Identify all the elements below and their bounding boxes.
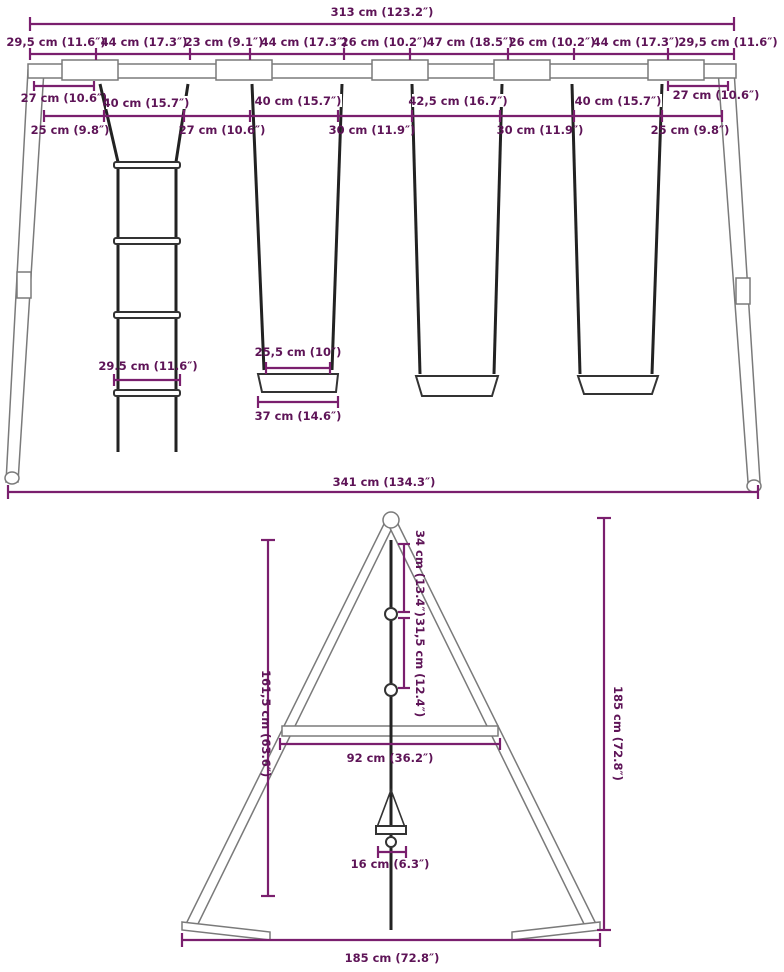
label-crossbar: 92 cm (36.2″): [347, 751, 434, 765]
swing-rope: [570, 83, 582, 375]
swing-rope: [410, 83, 422, 375]
label-seat-inner: 25,5 cm (10″): [255, 345, 342, 359]
label-segment: 26 cm (10.2″): [341, 35, 428, 49]
swing-rope: [650, 83, 664, 375]
swing-rope: [250, 83, 266, 371]
trapeze-seat: [374, 787, 408, 848]
rope-ladder: [98, 83, 190, 452]
swing-seat-1: [250, 83, 344, 393]
label-segment: 29,5 cm (11.6″): [6, 35, 105, 49]
label-segment: 44 cm (17.3″): [593, 35, 680, 49]
swing-rope: [330, 83, 344, 371]
label-ladder-width: 29.5 cm (11.6″): [98, 359, 197, 373]
ladder-rung: [113, 161, 181, 169]
beam-bracket: [647, 59, 705, 81]
label-swing-width: 40 cm (15.7″): [575, 94, 662, 108]
side-view: 34 cm (13.4″) 31,5 cm (12.4″) 161,5 cm (…: [180, 511, 625, 965]
left-leg-joint: [16, 271, 32, 299]
label-seat-outer: 37 cm (14.6″): [255, 409, 342, 423]
rope-knot: [384, 683, 398, 697]
label-trapeze: 16 cm (6.3″): [351, 857, 430, 871]
label-segment: 47 cm (18.5″): [427, 35, 514, 49]
label-swing-width: 40 cm (15.7″): [103, 96, 190, 110]
label-left-end: 27 cm (10.6″): [21, 91, 108, 105]
label-gap: 27 cm (10.6″): [179, 123, 266, 137]
base-foot-right: [511, 921, 601, 941]
ladder-rung: [113, 311, 181, 319]
label-right-end: 27 cm (10.6″): [673, 88, 760, 102]
label-swing-width: 40 cm (15.7″): [255, 94, 342, 108]
label-swing-width: 42,5 cm (16.7″): [408, 94, 507, 108]
label-segment: 44 cm (17.3″): [101, 35, 188, 49]
beam-bracket: [493, 59, 551, 81]
base-foot-left: [181, 921, 271, 941]
label-total-base: 341 cm (134.3″): [333, 475, 436, 489]
label-gap: 30 cm (11.9″): [329, 123, 416, 137]
label-segment: 26 cm (10.2″): [509, 35, 596, 49]
beam-brackets: [61, 59, 705, 81]
swing-seat-3: [570, 83, 664, 395]
label-gap: 25 cm (9.8″): [31, 123, 110, 137]
label-segment: 29,5 cm (11.6″): [678, 35, 777, 49]
left-foot: [4, 471, 20, 485]
beam-bracket: [61, 59, 119, 81]
label-rope-top: 34 cm (13.4″): [413, 530, 427, 617]
right-leg-joint: [735, 277, 751, 305]
front-view: 313 cm (123.2″) 29,5 cm (11.6″) 44 cm (1…: [4, 5, 778, 499]
swing-seat-2: [410, 83, 504, 397]
ladder-rung: [113, 389, 181, 397]
label-gap: 25 cm (9.8″): [651, 123, 730, 137]
label-gap: 30 cm (11.9″): [497, 123, 584, 137]
label-total-height: 185 cm (72.8″): [611, 686, 625, 781]
seat-board: [256, 373, 340, 393]
seat-board: [576, 375, 660, 395]
rope-knot: [384, 607, 398, 621]
label-segment: 23 cm (9.1″): [185, 35, 264, 49]
label-segment: 44 cm (17.3″): [261, 35, 348, 49]
label-hang-height: 161,5 cm (63.6″): [259, 670, 273, 777]
label-total-top: 313 cm (123.2″): [331, 5, 434, 19]
seat-board: [414, 375, 500, 397]
label-base-width: 185 cm (72.8″): [345, 951, 440, 965]
swing-rope: [492, 83, 504, 375]
label-rope-mid: 31,5 cm (12.4″): [413, 618, 427, 717]
beam-bracket: [371, 59, 429, 81]
ladder-rung: [113, 237, 181, 245]
beam-bracket: [215, 59, 273, 81]
apex-cap: [382, 511, 400, 529]
